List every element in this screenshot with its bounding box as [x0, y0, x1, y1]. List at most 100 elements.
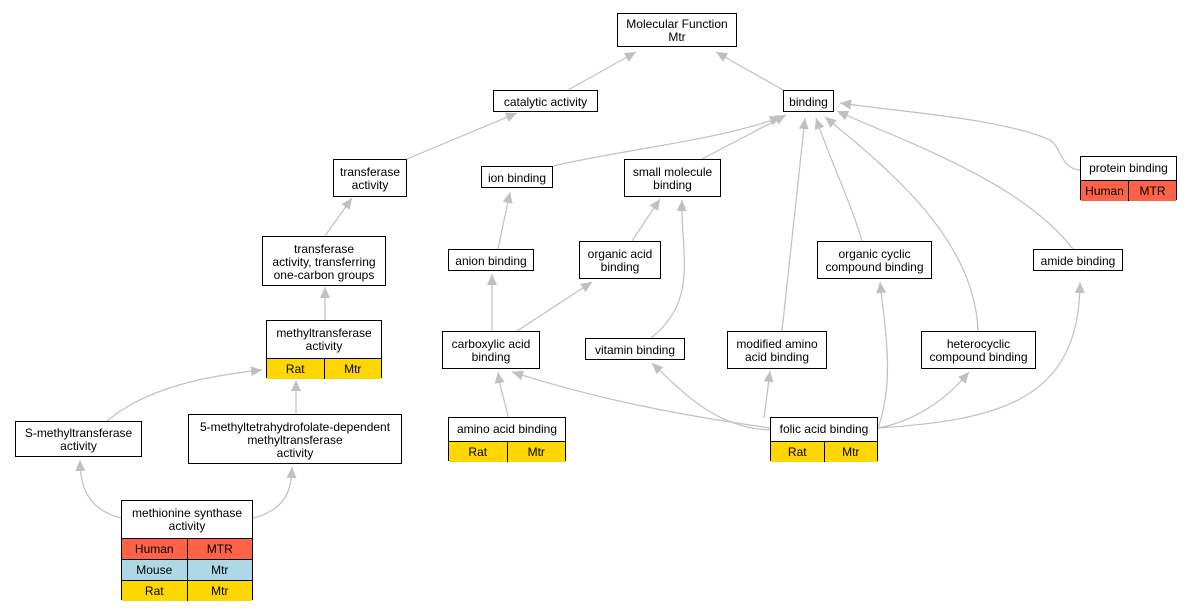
species-row: Human MTR — [1081, 180, 1176, 201]
edge-catalytic-activity-to-molecular-function — [567, 51, 637, 91]
edge-amide-binding-to-binding — [836, 110, 1074, 250]
edge-ion-binding-to-binding — [552, 116, 782, 167]
species-cell: Mouse — [136, 563, 173, 577]
arrowhead — [798, 118, 809, 130]
arrowhead — [814, 118, 825, 131]
species-row: Rat Mtr — [122, 580, 252, 601]
edge-methionine-synthase-to-s-methyltransferase — [79, 459, 122, 519]
node-label: transferase activity — [339, 165, 401, 192]
node-label: organic cyclic compound binding — [825, 247, 924, 274]
arrowhead — [320, 287, 330, 298]
edge-folic-acid-binding-to-vitamin-binding — [651, 362, 771, 431]
node-catalytic-activity[interactable]: catalytic activity — [493, 90, 598, 112]
node-label: catalytic activity — [503, 94, 588, 109]
arrowhead — [250, 366, 262, 377]
arrowhead — [773, 115, 786, 125]
arrowhead — [716, 52, 729, 62]
node-five-methyl[interactable]: 5-methyltetrahydrofolate-dependent methy… — [188, 414, 402, 464]
node-label: carboxylic acid binding — [451, 337, 531, 364]
node-label: transferase activity, transferring one-c… — [272, 241, 376, 282]
species-row: Mouse Mtr — [122, 559, 252, 580]
edge-protein-binding-to-binding — [839, 102, 1081, 171]
arrowhead — [763, 371, 774, 383]
species-row: Rat Mtr — [267, 358, 381, 379]
arrowhead — [649, 199, 660, 211]
node-label: ion binding — [487, 170, 547, 185]
gene-cell: MTR — [186, 539, 253, 559]
node-label: 5-methyltetrahydrofolate-dependent methy… — [199, 419, 391, 460]
arrowhead — [825, 117, 837, 128]
node-label: Molecular Function Mtr — [626, 17, 728, 44]
species-cell: Rat — [285, 362, 305, 376]
arrowhead — [623, 52, 636, 62]
arrowhead — [75, 460, 86, 472]
gene-cell: Mtr — [323, 359, 382, 379]
arrowhead — [1074, 282, 1085, 294]
edge-folic-acid-binding-to-organic-cyclic — [877, 281, 889, 429]
edge-folic-acid-binding-to-amide-binding — [877, 281, 1081, 429]
edge-binding-to-molecular-function — [715, 51, 784, 91]
arrowhead — [504, 112, 517, 122]
edge-vitamin-binding-to-small-molecule-binding — [650, 199, 685, 339]
species-cell: Human — [1085, 184, 1124, 198]
node-carboxylic-acid-binding[interactable]: carboxylic acid binding — [442, 331, 540, 369]
node-binding[interactable]: binding — [783, 90, 834, 112]
node-label: amide binding — [1040, 253, 1116, 268]
node-ion-binding[interactable]: ion binding — [481, 166, 553, 188]
node-small-molecule-binding[interactable]: small molecule binding — [624, 159, 721, 197]
edge-carboxylic-acid-binding-to-organic-acid-binding — [516, 281, 593, 332]
species-row: Human MTR — [122, 538, 252, 559]
gene-cell: Mtr — [186, 581, 253, 601]
node-label: folic acid binding — [779, 422, 869, 436]
node-label: protein binding — [1089, 161, 1168, 175]
node-transferase-one-carbon[interactable]: transferase activity, transferring one-c… — [262, 236, 386, 286]
arrowhead — [286, 467, 297, 479]
node-label: S-methyltransferase activity — [24, 426, 133, 453]
gene-cell: MTR — [1128, 181, 1176, 201]
edge-organic-cyclic-to-binding — [815, 117, 863, 242]
node-heterocyclic[interactable]: heterocyclic compound binding — [921, 331, 1036, 369]
edge-transferase-activity-to-catalytic-activity — [406, 112, 518, 160]
node-label: methionine synthase activity — [131, 505, 243, 533]
arrowhead — [291, 380, 301, 391]
node-label: modified amino acid binding — [736, 337, 818, 364]
node-s-methyltransferase[interactable]: S-methyltransferase activity — [15, 421, 142, 457]
edge-small-molecule-binding-to-binding — [701, 114, 787, 160]
arrowhead — [487, 274, 497, 285]
gene-cell: Mtr — [186, 560, 253, 580]
node-amide-binding[interactable]: amide binding — [1033, 249, 1123, 271]
node-organic-acid-binding[interactable]: organic acid binding — [579, 241, 661, 279]
arrowhead — [958, 372, 969, 384]
gene-cell: Mtr — [823, 442, 878, 462]
edge-methionine-synthase-to-five-methyl — [252, 466, 293, 519]
species-cell: Rat — [144, 584, 164, 598]
arrowhead — [876, 282, 887, 294]
node-transferase-activity[interactable]: transferase activity — [333, 159, 407, 197]
node-label: heterocyclic compound binding — [929, 337, 1028, 364]
node-label: small molecule binding — [632, 165, 713, 192]
node-molecular-function[interactable]: Molecular Function Mtr — [617, 13, 737, 47]
edge-modified-amino-acid-to-binding — [781, 117, 806, 332]
node-vitamin-binding[interactable]: vitamin binding — [585, 338, 685, 360]
species-cell: Rat — [468, 445, 488, 459]
node-label: amino acid binding — [456, 422, 558, 436]
node-organic-cyclic[interactable]: organic cyclic compound binding — [817, 241, 932, 279]
node-label: methyltransferase activity — [276, 325, 372, 353]
node-label: organic acid binding — [587, 247, 653, 274]
arrowhead — [341, 198, 352, 210]
arrowhead — [676, 200, 687, 212]
gene-cell: Mtr — [506, 442, 566, 462]
node-modified-amino-acid[interactable]: modified amino acid binding — [727, 331, 827, 369]
edge-folic-acid-binding-to-carboxylic-acid-binding — [511, 371, 771, 429]
node-label: anion binding — [455, 253, 527, 268]
arrowhead — [580, 282, 592, 293]
species-cell: Human — [134, 542, 174, 556]
node-anion-binding[interactable]: anion binding — [448, 249, 534, 271]
arrowhead — [652, 363, 664, 375]
